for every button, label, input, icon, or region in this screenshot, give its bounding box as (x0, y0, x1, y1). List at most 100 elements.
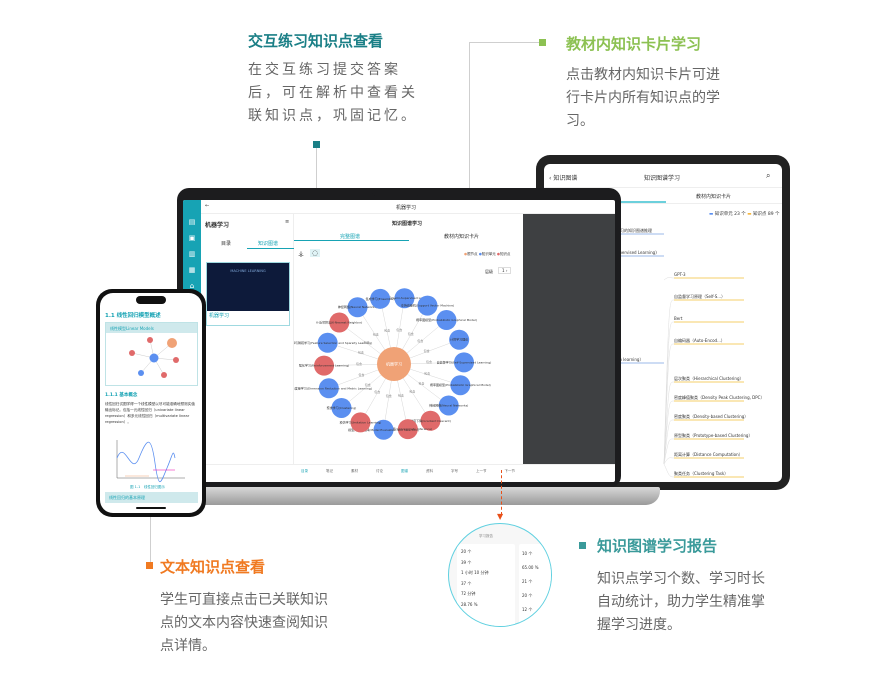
tab-indicator (614, 201, 666, 203)
level-select[interactable]: 1 › (498, 267, 512, 274)
laptop-device: ▤▣▥▦⌂ ← 机器学习 机器学习 ≡ 目录 知识图谱 MACHINE LEAR… (177, 188, 621, 488)
graph-node[interactable] (373, 419, 394, 440)
panel-title: 机器学习 (205, 222, 230, 229)
graph-node[interactable] (347, 297, 368, 318)
graph-node[interactable] (329, 312, 350, 333)
card-title: 线性模型Linear Models (106, 323, 197, 333)
edge-label: 包含 (384, 327, 390, 332)
edge-label: 包含 (424, 348, 430, 353)
graph-node[interactable] (318, 378, 339, 399)
mind-node[interactable]: Bert (674, 316, 683, 321)
nav-item[interactable]: 上一节 (476, 469, 487, 473)
back-arrow-icon[interactable]: ← (205, 203, 210, 209)
tab-textbook-cards[interactable]: 教材内知识卡片 (696, 194, 732, 200)
tab-textbook-cards[interactable]: 教材内知识卡片 (444, 234, 480, 240)
nav-item[interactable]: 目录 (301, 469, 308, 473)
mini-graph (129, 337, 179, 378)
legend-root: 根节点 (467, 252, 478, 256)
graph-node[interactable] (314, 355, 335, 376)
root-label: 机器学习 (386, 361, 402, 367)
graph-node[interactable] (438, 395, 459, 416)
edge-label: 包含 (373, 332, 379, 337)
edge-label: 包含 (398, 393, 404, 398)
nav-item[interactable]: 素材 (351, 469, 358, 473)
edge-label: 包含 (358, 349, 364, 354)
mind-node[interactable]: 自监督学习原理（Self-S...） (674, 293, 725, 299)
nav-item[interactable]: 资料 (426, 469, 433, 473)
node-label: K-近邻算法(K-Nearest Neighbor) (316, 320, 362, 325)
learning-report-preview: 学习报告 20 个 39 个 1 小时 10 分钟 37 个 72 分钟 28.… (448, 523, 552, 627)
edge-label: 包含 (408, 331, 414, 336)
nav-item[interactable]: 字号 (451, 469, 458, 473)
mind-node[interactable]: GPT-3 (674, 272, 686, 277)
graph-panel: 知识图谱学习 完整图谱 教材内知识卡片 ⚶ ◌ ●根节点 ●知识单元 ●知识点 … (294, 214, 523, 464)
legend: ●根节点 ●知识单元 ●知识点 (464, 252, 511, 256)
edge-label: 包含 (365, 382, 371, 387)
laptop-base (158, 487, 660, 505)
stat-value: 65.00 % (522, 565, 539, 570)
graph-node[interactable] (436, 310, 457, 331)
nav-item[interactable]: 笔记 (326, 469, 333, 473)
feature-title: 文本知识点查看 (160, 558, 266, 576)
feature-title: 交互练习知识点查看 (248, 32, 384, 50)
tree-view-icon[interactable]: ⚶ (298, 250, 304, 258)
edge-label: 包含 (409, 388, 415, 393)
legend-unit: 知识单元 (481, 252, 496, 256)
node-label: 半监督学习(Semi-Supervised Learning) (376, 295, 433, 300)
figure-caption: 图 1-1 线性回归图示 (130, 485, 165, 489)
edge-label: 包含 (424, 371, 430, 376)
graph-node[interactable] (453, 352, 474, 373)
graph-node[interactable] (331, 397, 352, 418)
root-node[interactable] (377, 347, 411, 381)
tab-contents[interactable]: 目录 (221, 241, 232, 247)
feature-desc: 知识点学习个数、学习时长自动统计，助力学生精准掌握学习进度。 (597, 571, 765, 633)
mind-node[interactable]: 原型聚类（Prototype-based Clustering） (674, 432, 752, 438)
edge-label: 包含 (396, 327, 402, 332)
back-button[interactable]: ‹ 知识图谱 (549, 175, 578, 182)
graph-node[interactable] (397, 419, 418, 440)
graph-node[interactable] (394, 288, 415, 309)
dynamic-island (136, 296, 166, 304)
graph-node[interactable] (370, 288, 391, 309)
graph-node[interactable] (420, 410, 441, 431)
tab-knowledge-graph[interactable]: 知识图谱 (258, 241, 279, 247)
graph-node[interactable] (417, 295, 438, 316)
mind-node[interactable]: 密度峰值聚类（Density Peak Clustering, DPC） (674, 394, 764, 400)
edge-label: 包含 (358, 372, 364, 377)
mind-node[interactable]: 层次聚类（Hierarchical Clustering） (674, 375, 744, 381)
graph-node[interactable] (450, 375, 471, 396)
mind-node[interactable]: 自编码器（Auto-Encod...） (674, 337, 725, 343)
graph-node[interactable] (317, 332, 338, 353)
radial-view-icon[interactable]: ◌ (310, 249, 321, 257)
report-side: 10 个 65.00 % 21 个 20 个 12 个 (519, 544, 551, 626)
principle-card[interactable]: 线性回归的基本原理 (105, 492, 198, 503)
graph-node[interactable] (449, 329, 470, 350)
tab-full-graph[interactable]: 完整图谱 (340, 234, 361, 240)
node-label: 模型评估与选择(Model Evaluation and Selection) (348, 427, 419, 432)
nav-item[interactable]: 下一节 (504, 469, 516, 473)
graph-node[interactable] (350, 412, 371, 433)
nav-item[interactable]: 讨论 (376, 469, 383, 473)
tablet-title: 知识图谱学习 (644, 175, 681, 182)
feature-desc: 学生可直接点击已关联知识点的文本内容快速查阅知识点详情。 (160, 592, 328, 654)
legend-point: 知识点 (499, 252, 511, 256)
node-label: 梯度下降(Gradient Descent) (410, 418, 451, 423)
node-label: 概率图模型(Probabilistic Graphical Model) (430, 382, 491, 387)
linear-models-card[interactable]: 线性模型Linear Models (105, 322, 198, 386)
edge-label: 包含 (386, 393, 392, 398)
mind-node[interactable]: 密度聚类（Density-based Clustering） (674, 413, 748, 419)
search-icon[interactable]: ⌕ (766, 171, 771, 180)
book-card[interactable]: MACHINE LEARNING 机器学习 (206, 262, 290, 326)
stat-value: 72 分钟 (461, 591, 476, 596)
legend: ▬ 知识单元 23 个 ▬ 知识点 89 个 (709, 212, 780, 217)
nav-item[interactable]: 图谱 (401, 469, 408, 473)
stat-value: 10 个 (522, 551, 533, 556)
node-label: 强化学习(Reinforcement Learning) (299, 363, 349, 368)
node-label: 模仿学习(Imitation Learning) (340, 419, 382, 424)
menu-icon[interactable]: ≡ (285, 219, 290, 225)
top-title: 机器学习 (396, 205, 417, 211)
level-label: 层级 (485, 269, 493, 274)
mind-node[interactable]: 距离计算（Distance Computation） (674, 451, 743, 457)
mind-node[interactable]: 聚类任务（Clustering Task） (674, 470, 728, 476)
